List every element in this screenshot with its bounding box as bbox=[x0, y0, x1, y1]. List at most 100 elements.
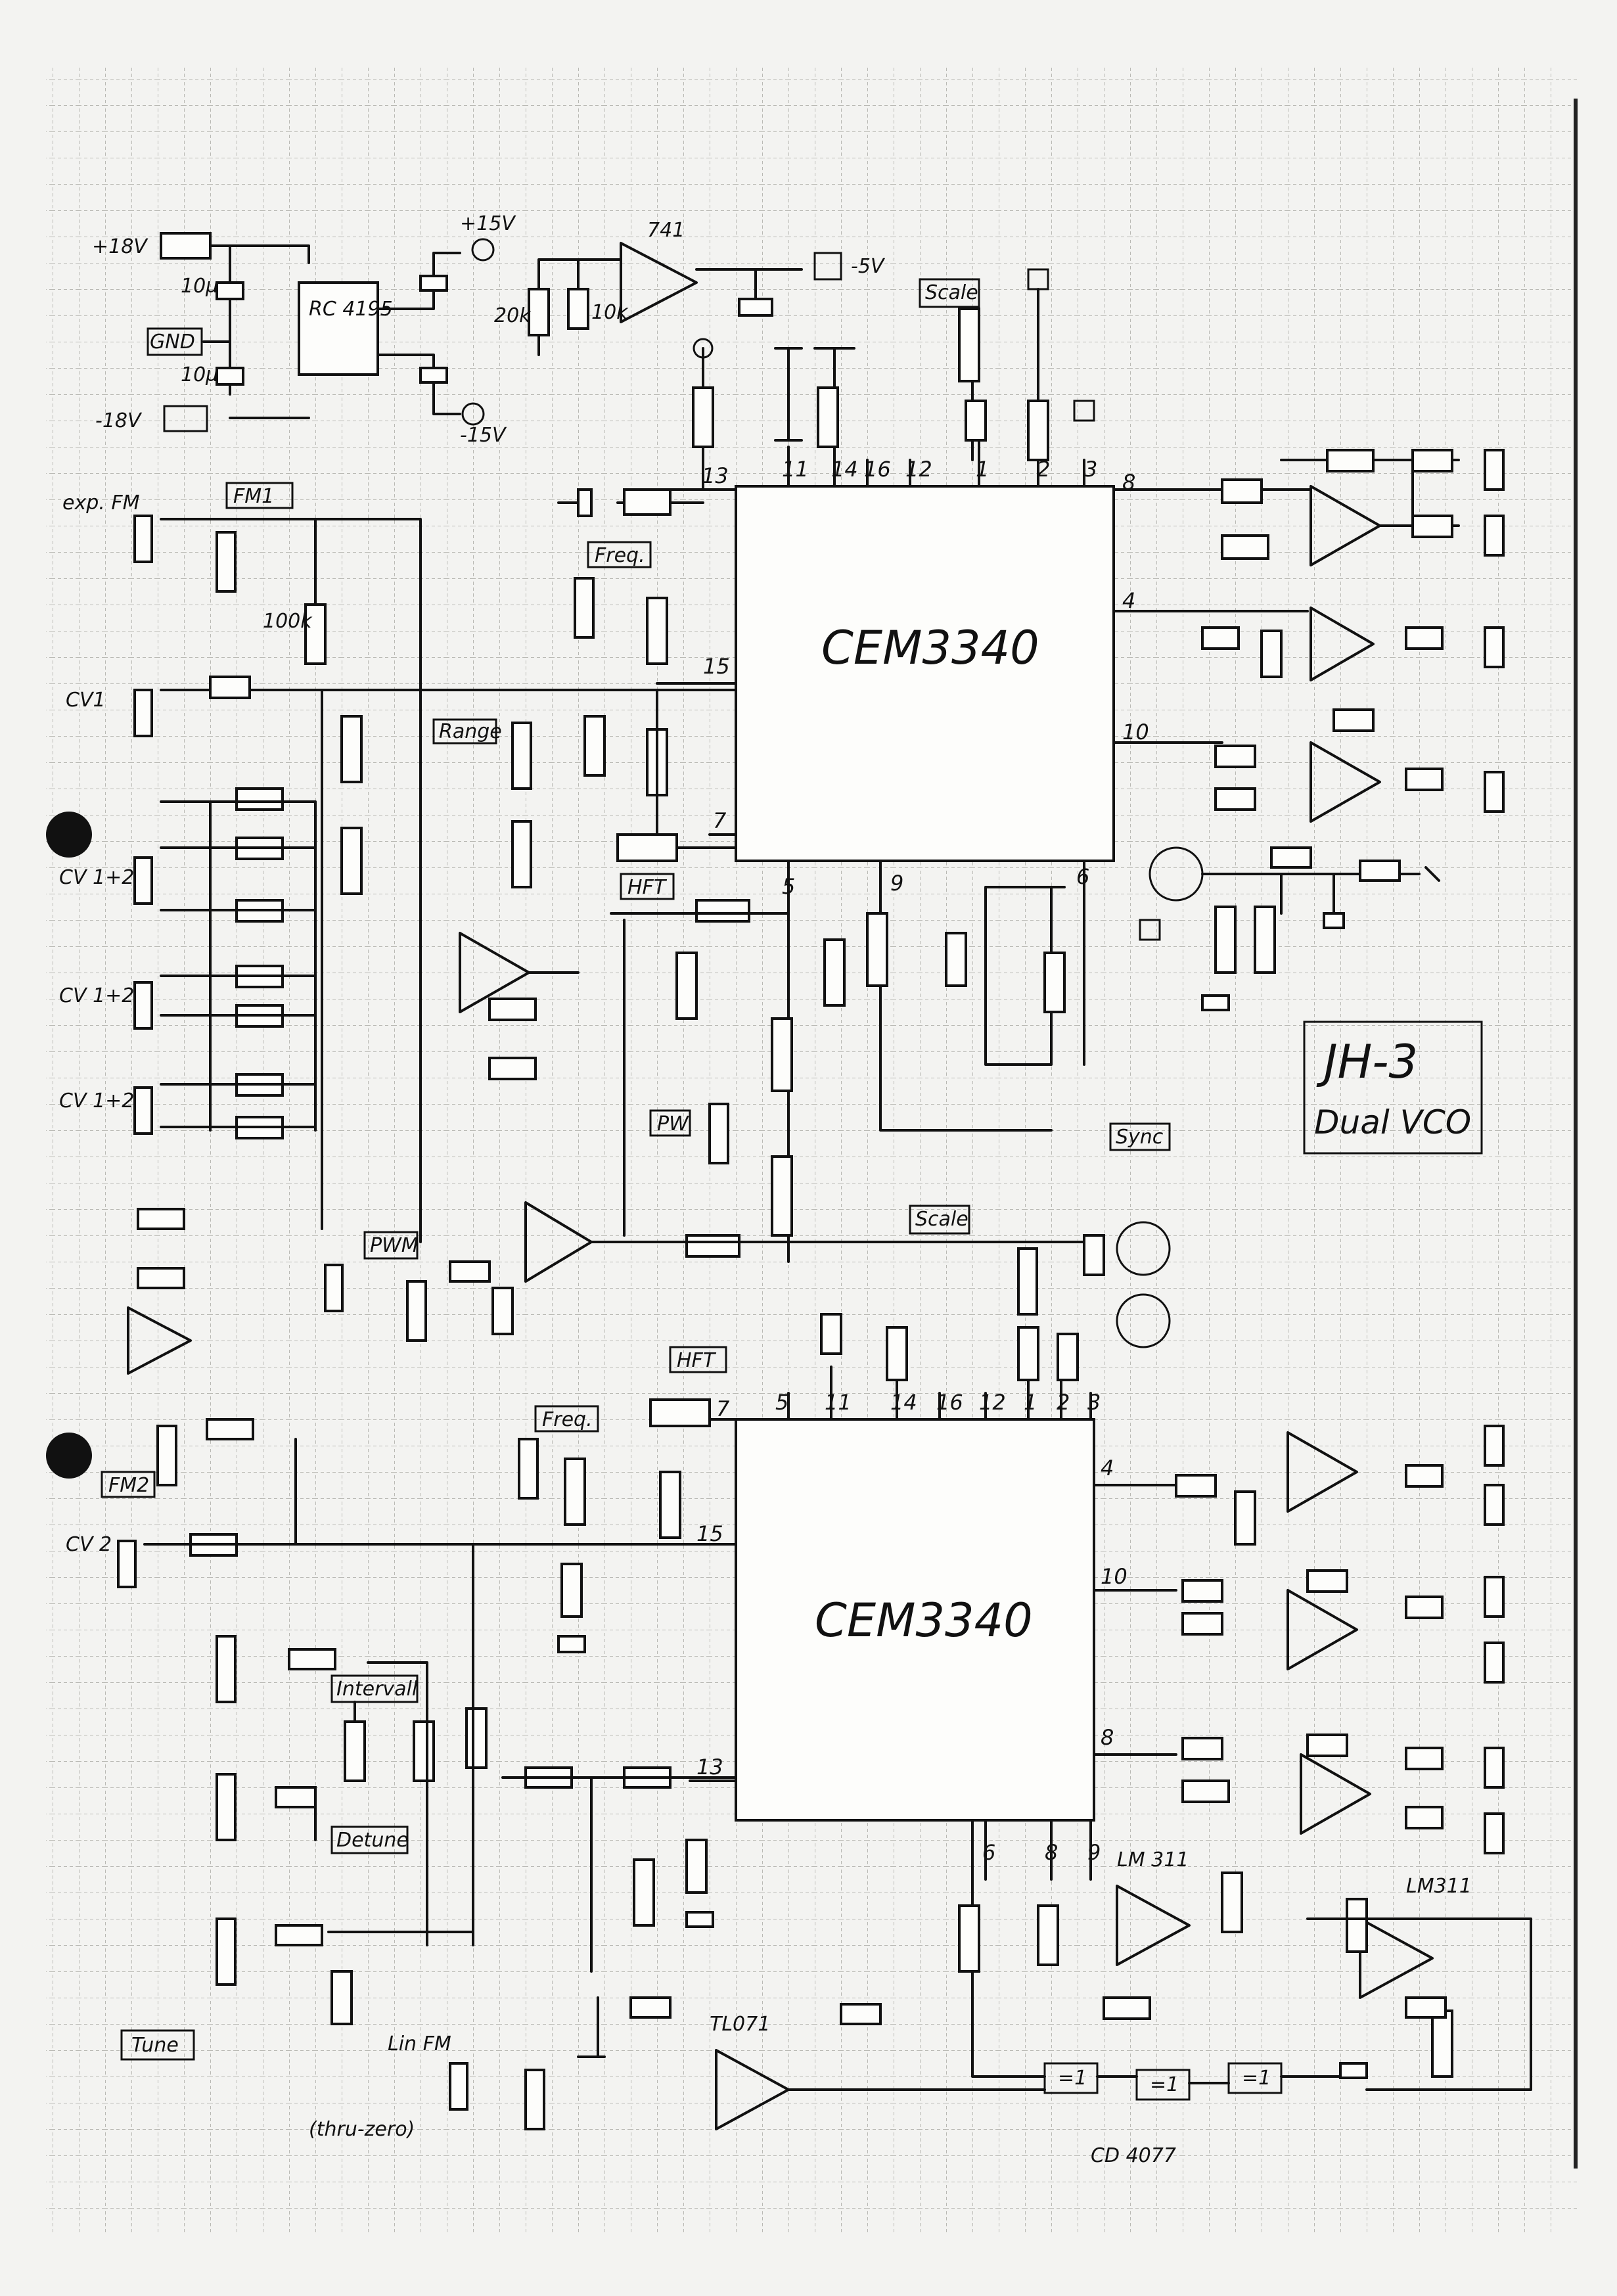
scale1-label: Scale bbox=[925, 281, 978, 304]
opamp-741-label: 741 bbox=[647, 219, 685, 242]
cap-10u bbox=[419, 367, 448, 384]
scale2-box bbox=[909, 1205, 970, 1235]
scale1-box bbox=[919, 278, 980, 308]
res-4k7 bbox=[1346, 1898, 1368, 1953]
title-line1: JH-3 bbox=[1316, 1035, 1418, 1089]
pin-label: 5 bbox=[775, 1390, 788, 1415]
fm1-pot-label: 100k bbox=[263, 610, 313, 633]
hft1-label: HFT bbox=[627, 876, 668, 899]
plus18-label: +18V bbox=[92, 235, 148, 258]
detune-label: Detune bbox=[336, 1829, 409, 1852]
pin-label: 12 bbox=[979, 1390, 1006, 1415]
jack bbox=[1484, 1642, 1505, 1684]
res-120k bbox=[633, 1858, 655, 1927]
title-line2: Dual VCO bbox=[1314, 1103, 1471, 1141]
lm311-2-label: LM311 bbox=[1406, 1875, 1472, 1898]
range-label: Range bbox=[439, 720, 502, 743]
range-box bbox=[432, 718, 497, 745]
opamp-pwm bbox=[524, 1201, 593, 1283]
pin-label: 7 bbox=[716, 1396, 730, 1421]
res-1k bbox=[1405, 1747, 1444, 1770]
tune-label: Tune bbox=[131, 2034, 179, 2057]
jack bbox=[1484, 771, 1505, 813]
opamp-pw-buffer bbox=[459, 932, 530, 1013]
res-4k7 bbox=[1221, 1871, 1243, 1933]
res-27k bbox=[965, 400, 987, 442]
pin-label: 4 bbox=[1122, 588, 1135, 613]
res-100k bbox=[1181, 1737, 1223, 1760]
sync-label: Sync bbox=[1116, 1126, 1164, 1149]
res-47k bbox=[488, 1057, 537, 1080]
opamp-saw-2 bbox=[1300, 1753, 1371, 1835]
jack bbox=[1484, 1576, 1505, 1618]
jack bbox=[1484, 1747, 1505, 1789]
minus18-label: -18V bbox=[95, 409, 143, 432]
pot-100k-lin bbox=[406, 1280, 427, 1342]
jack-linfm bbox=[449, 2062, 468, 2111]
freq2-label: Freq. bbox=[542, 1408, 593, 1431]
fm2-box bbox=[101, 1471, 156, 1498]
pin-label: 2 bbox=[1037, 457, 1050, 482]
tune-box bbox=[120, 2029, 195, 2061]
xor-gate bbox=[1227, 2062, 1283, 2094]
cem3340-top bbox=[735, 485, 1115, 862]
cem3340-bottom bbox=[735, 1418, 1095, 1822]
res-100k bbox=[1326, 449, 1375, 472]
pin-label: 8 bbox=[1122, 470, 1135, 495]
res-36k bbox=[840, 2003, 882, 2025]
cap-10u bbox=[216, 367, 244, 386]
xor-label: =1 bbox=[1150, 2073, 1179, 2096]
cv12c-label: CV 1+2 bbox=[59, 1090, 134, 1113]
cap-22n bbox=[1323, 912, 1345, 929]
fm1-box bbox=[225, 482, 294, 509]
cap-10u bbox=[738, 298, 773, 317]
opamp-triangle-2 bbox=[1287, 1589, 1358, 1670]
pot-25k bbox=[511, 722, 532, 790]
plus15-label: +15V bbox=[460, 212, 516, 235]
linfm-label: Lin FM bbox=[388, 2032, 451, 2055]
res-100k bbox=[304, 603, 327, 665]
pot-5k bbox=[958, 308, 980, 382]
res-470 bbox=[560, 1563, 583, 1618]
lm311-label: LM 311 bbox=[1117, 1848, 1189, 1871]
detune-box bbox=[330, 1825, 409, 1854]
res-22k bbox=[866, 912, 888, 987]
res-5k6 bbox=[1027, 400, 1049, 461]
res-100k bbox=[206, 1418, 254, 1440]
res-1k bbox=[1431, 2009, 1453, 2078]
freq1-label: Freq. bbox=[595, 544, 645, 567]
pin-label: 13 bbox=[702, 463, 729, 488]
hft1-box bbox=[620, 873, 675, 900]
cv1-label: CV1 bbox=[66, 689, 106, 712]
pwm-box bbox=[363, 1231, 419, 1260]
hft2-box bbox=[669, 1346, 727, 1373]
jack-cv1 bbox=[133, 689, 153, 737]
res-5k6 bbox=[1057, 1333, 1079, 1381]
pot-25k bbox=[511, 820, 532, 888]
jack-expfm bbox=[133, 515, 153, 563]
res-1k bbox=[1411, 449, 1453, 472]
tl071-label: TL071 bbox=[710, 2013, 770, 2036]
pin-label: 9 bbox=[890, 871, 903, 896]
jack bbox=[1484, 626, 1505, 668]
hft2-label: HFT bbox=[677, 1349, 717, 1372]
jack-cv12a bbox=[133, 856, 153, 905]
pwm-label: PWM bbox=[370, 1234, 419, 1257]
cv12b-label: CV 1+2 bbox=[59, 984, 134, 1007]
pot-10k-lin bbox=[708, 1103, 729, 1164]
res-10k bbox=[945, 932, 967, 987]
res-1k bbox=[1405, 1596, 1444, 1619]
jack-pwm bbox=[324, 1264, 344, 1312]
minus5-label: -5V bbox=[851, 255, 886, 278]
cd4077-label: CD 4077 bbox=[1091, 2144, 1176, 2167]
pin-label: 10 bbox=[1122, 720, 1149, 745]
res-470 bbox=[685, 1839, 708, 1894]
opamp-pulse bbox=[1310, 607, 1375, 681]
res-1k8 bbox=[817, 386, 839, 448]
pot-100k-lin bbox=[216, 1917, 237, 1986]
punch-hole bbox=[46, 1433, 92, 1479]
punch-hole bbox=[46, 812, 92, 858]
transistor bbox=[1116, 1293, 1171, 1348]
res-68k bbox=[1254, 906, 1276, 974]
pot-hft bbox=[649, 1398, 711, 1427]
